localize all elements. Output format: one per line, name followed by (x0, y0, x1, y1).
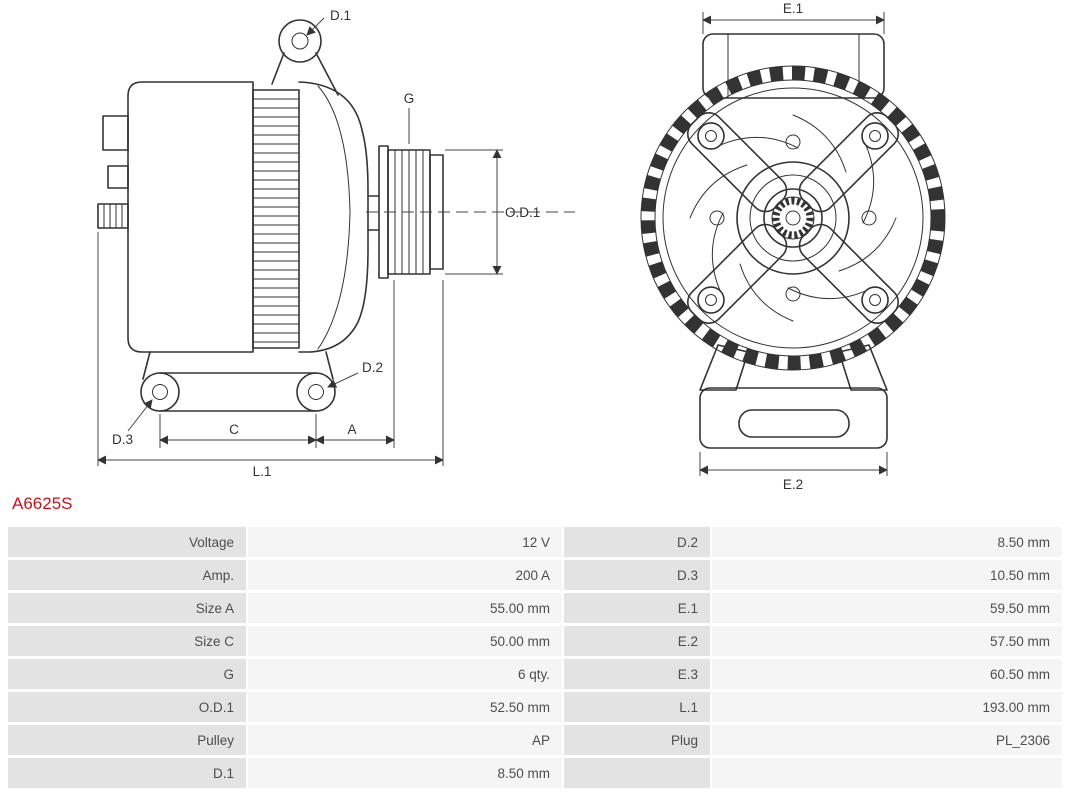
spec-label-e2: E.2 (564, 626, 710, 656)
top-mounting-lug (271, 19, 339, 96)
shaft-hub (736, 161, 850, 275)
housing-ring (640, 65, 946, 371)
dim-label-d3: D.3 (112, 432, 133, 447)
spec-value-pulley: AP (248, 725, 562, 755)
spec-value-plug: PL_2306 (712, 725, 1062, 755)
bracket-arms (686, 111, 900, 325)
spec-label-d2: D.2 (564, 527, 710, 557)
dim-label-od1: O.D.1 (505, 205, 540, 220)
alternator-front-view: E.1 E.2 (640, 1, 946, 492)
spec-label-empty (564, 758, 710, 788)
dimension-od1: O.D.1 (445, 149, 540, 275)
dim-label-e2: E.2 (783, 477, 803, 492)
fan-blades (689, 114, 897, 322)
spec-value-e1: 59.50 mm (712, 593, 1062, 623)
spec-value-voltage: 12 V (248, 527, 562, 557)
spec-label-e3: E.3 (564, 659, 710, 689)
front-housing (298, 81, 369, 353)
spec-value-d3: 10.50 mm (712, 560, 1062, 590)
bottom-bracket (699, 344, 888, 449)
technical-drawing: D.1 (97, 1, 946, 492)
dim-label-d2: D.2 (362, 360, 383, 375)
spec-label-d1: D.1 (8, 758, 246, 788)
cooling-fins (252, 89, 300, 349)
spec-label-d3: D.3 (564, 560, 710, 590)
spec-label-od1: O.D.1 (8, 692, 246, 722)
spec-label-amp: Amp. (8, 560, 246, 590)
dimension-e1: E.1 (702, 1, 885, 34)
spec-label-voltage: Voltage (8, 527, 246, 557)
spec-value-od1: 52.50 mm (248, 692, 562, 722)
dim-label-g: G (404, 91, 415, 106)
spec-value-e3: 60.50 mm (712, 659, 1062, 689)
dim-label-d1: D.1 (330, 8, 351, 23)
spec-value-size-c: 50.00 mm (248, 626, 562, 656)
spec-label-size-a: Size A (8, 593, 246, 623)
spec-label-e1: E.1 (564, 593, 710, 623)
spec-value-d1: 8.50 mm (248, 758, 562, 788)
dim-label-c: C (229, 422, 239, 437)
dim-label-a: A (347, 422, 356, 437)
rear-housing (97, 81, 254, 353)
spec-label-l1: L.1 (564, 692, 710, 722)
mounting-feet (140, 351, 336, 412)
spec-label-g: G (8, 659, 246, 689)
spec-value-e2: 57.50 mm (712, 626, 1062, 656)
spec-value-size-a: 55.00 mm (248, 593, 562, 623)
small-bolt-holes (709, 134, 877, 302)
dimension-a: A (315, 280, 395, 448)
spec-value-g: 6 qty. (248, 659, 562, 689)
spec-label-size-c: Size C (8, 626, 246, 656)
dimension-e2: E.2 (699, 452, 888, 492)
dimension-l1: L.1 (97, 232, 444, 479)
part-number: A6625S (12, 494, 73, 513)
spec-value-d2: 8.50 mm (712, 527, 1062, 557)
spec-value-l1: 193.00 mm (712, 692, 1062, 722)
dimension-c: C (159, 414, 317, 448)
spec-label-plug: Plug (564, 725, 710, 755)
spec-label-pulley: Pulley (8, 725, 246, 755)
spec-value-empty (712, 758, 1062, 788)
alternator-side-view: D.1 (97, 8, 575, 479)
dim-label-e1: E.1 (783, 1, 803, 16)
top-bracket (702, 33, 885, 99)
spec-value-amp: 200 A (248, 560, 562, 590)
dim-label-l1: L.1 (253, 464, 272, 479)
spec-table: Voltage 12 V D.2 8.50 mm Amp. 200 A D.3 … (8, 527, 1062, 788)
